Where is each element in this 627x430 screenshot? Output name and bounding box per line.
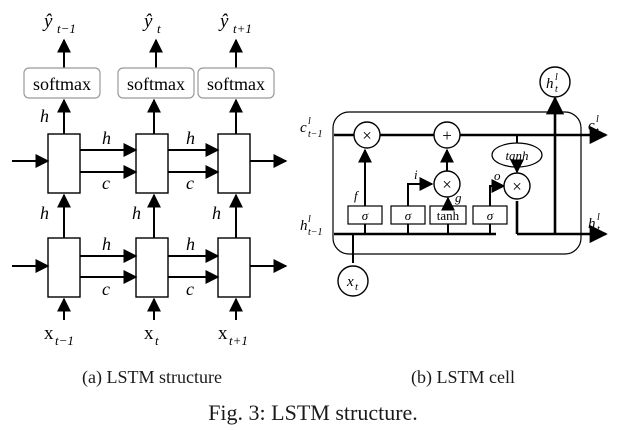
cell-label: c (102, 173, 110, 193)
tanh-label: tanh (505, 148, 528, 163)
input-x-node (337, 265, 369, 297)
multiply-symbol: × (442, 175, 452, 194)
input-x-label: x (346, 274, 354, 290)
output-gate-arrow (489, 179, 506, 206)
gate-input: σ (390, 205, 426, 225)
c-prev-subscript: t−1 (308, 129, 323, 140)
input-label-t-plus-1: x t+1 (218, 323, 248, 348)
output-y-hat: ŷ (218, 11, 229, 32)
cell-label: c (186, 279, 194, 299)
lstm-cell-upper (135, 133, 169, 194)
input-gate-arrow (407, 177, 434, 206)
input-x: x (218, 323, 228, 344)
lstm-cell-lower (135, 237, 169, 298)
hidden-output-label: h (546, 76, 554, 92)
h-prev-superscript: l (308, 214, 311, 225)
hidden-label: h (102, 128, 111, 148)
add-node (433, 121, 461, 149)
output-label-t-plus-1: ŷ t+1 (218, 11, 252, 36)
input-subscript: t−1 (55, 333, 74, 348)
gate-forget: σ (347, 205, 383, 225)
softmax-box-t-minus-1: softmax (23, 67, 101, 99)
hidden-label: h (212, 203, 221, 223)
output-subscript: t+1 (233, 21, 252, 36)
lstm-cell-panel: x t σ σ tanh σ f × i (300, 66, 608, 388)
output-y-hat: ŷ (42, 11, 53, 32)
softmax-box-t: softmax (117, 67, 195, 99)
lstm-cell-upper (217, 133, 251, 194)
h-prev-subscript: t−1 (308, 227, 323, 238)
output-label-t-minus-1: ŷ t−1 (42, 11, 76, 36)
cell-out-label: c l t (588, 114, 599, 137)
c-out-superscript: l (596, 114, 599, 125)
input-x-subscript: t (355, 281, 359, 293)
output-multiply-node (503, 172, 531, 200)
gate-label-f: f (354, 188, 360, 203)
output-y-hat: ŷ (142, 11, 153, 32)
input-x: x (144, 323, 154, 344)
sigma-label: σ (487, 208, 494, 223)
lstm-cell-lower (47, 237, 81, 298)
output-subscript: t−1 (57, 21, 76, 36)
forget-multiply-node (353, 121, 381, 149)
c-out-letter: c (588, 118, 595, 134)
input-subscript: t (155, 333, 159, 348)
input-subscript: t+1 (229, 333, 248, 348)
hidden-label: h (186, 234, 195, 254)
softmax-box-t-plus-1: softmax (197, 67, 275, 99)
hidden-output-node (539, 66, 571, 98)
hidden-label: h (132, 203, 141, 223)
hidden-label: h (102, 234, 111, 254)
input-x: x (44, 323, 54, 344)
subcaption-b: (b) LSTM cell (411, 367, 515, 388)
input-label-t-minus-1: x t−1 (44, 323, 74, 348)
lstm-structure-panel: ŷ t−1 ŷ t ŷ t+1 softmax softmax softmax (12, 11, 288, 388)
add-symbol: + (442, 126, 452, 145)
h-prev-letter: h (300, 218, 308, 234)
subcaption-a: (a) LSTM structure (82, 367, 222, 388)
tanh-gate-label: tanh (437, 208, 460, 223)
c-prev-superscript: l (308, 116, 311, 127)
softmax-label: softmax (33, 74, 91, 94)
lstm-cell-lower (217, 237, 251, 298)
softmax-label: softmax (127, 74, 185, 94)
h-out-letter: h (588, 216, 596, 232)
h-out-superscript: l (597, 212, 600, 223)
gate-output: σ (472, 205, 508, 225)
input-label-t: x t (144, 323, 159, 348)
lstm-cell-upper (47, 133, 81, 194)
hidden-output-superscript: l (555, 72, 558, 83)
figure-caption: Fig. 3: LSTM structure. (208, 400, 418, 425)
hidden-out-label: h l t (588, 212, 600, 235)
sigma-label: σ (405, 208, 412, 223)
multiply-symbol: × (512, 177, 522, 196)
hidden-prev-label: h l t−1 (300, 214, 323, 238)
hidden-output-subscript: t (555, 84, 558, 95)
multiply-symbol: × (362, 126, 372, 145)
hidden-label: h (40, 203, 49, 223)
gate-label-g: g (455, 190, 462, 205)
hidden-label: h (186, 128, 195, 148)
output-label-t: ŷ t (142, 11, 161, 36)
gate-candidate: tanh (429, 205, 467, 225)
sigma-label: σ (362, 208, 369, 223)
cell-label: c (102, 279, 110, 299)
c-prev-letter: c (300, 120, 307, 136)
cell-prev-label: c l t−1 (300, 116, 323, 140)
h-out-subscript: t (597, 224, 600, 235)
gate-label-i: i (414, 167, 418, 182)
output-subscript: t (157, 21, 161, 36)
softmax-label: softmax (207, 74, 265, 94)
hidden-label: h (40, 106, 49, 126)
c-out-subscript: t (596, 126, 599, 137)
gate-label-o: o (494, 168, 501, 183)
cell-label: c (186, 173, 194, 193)
